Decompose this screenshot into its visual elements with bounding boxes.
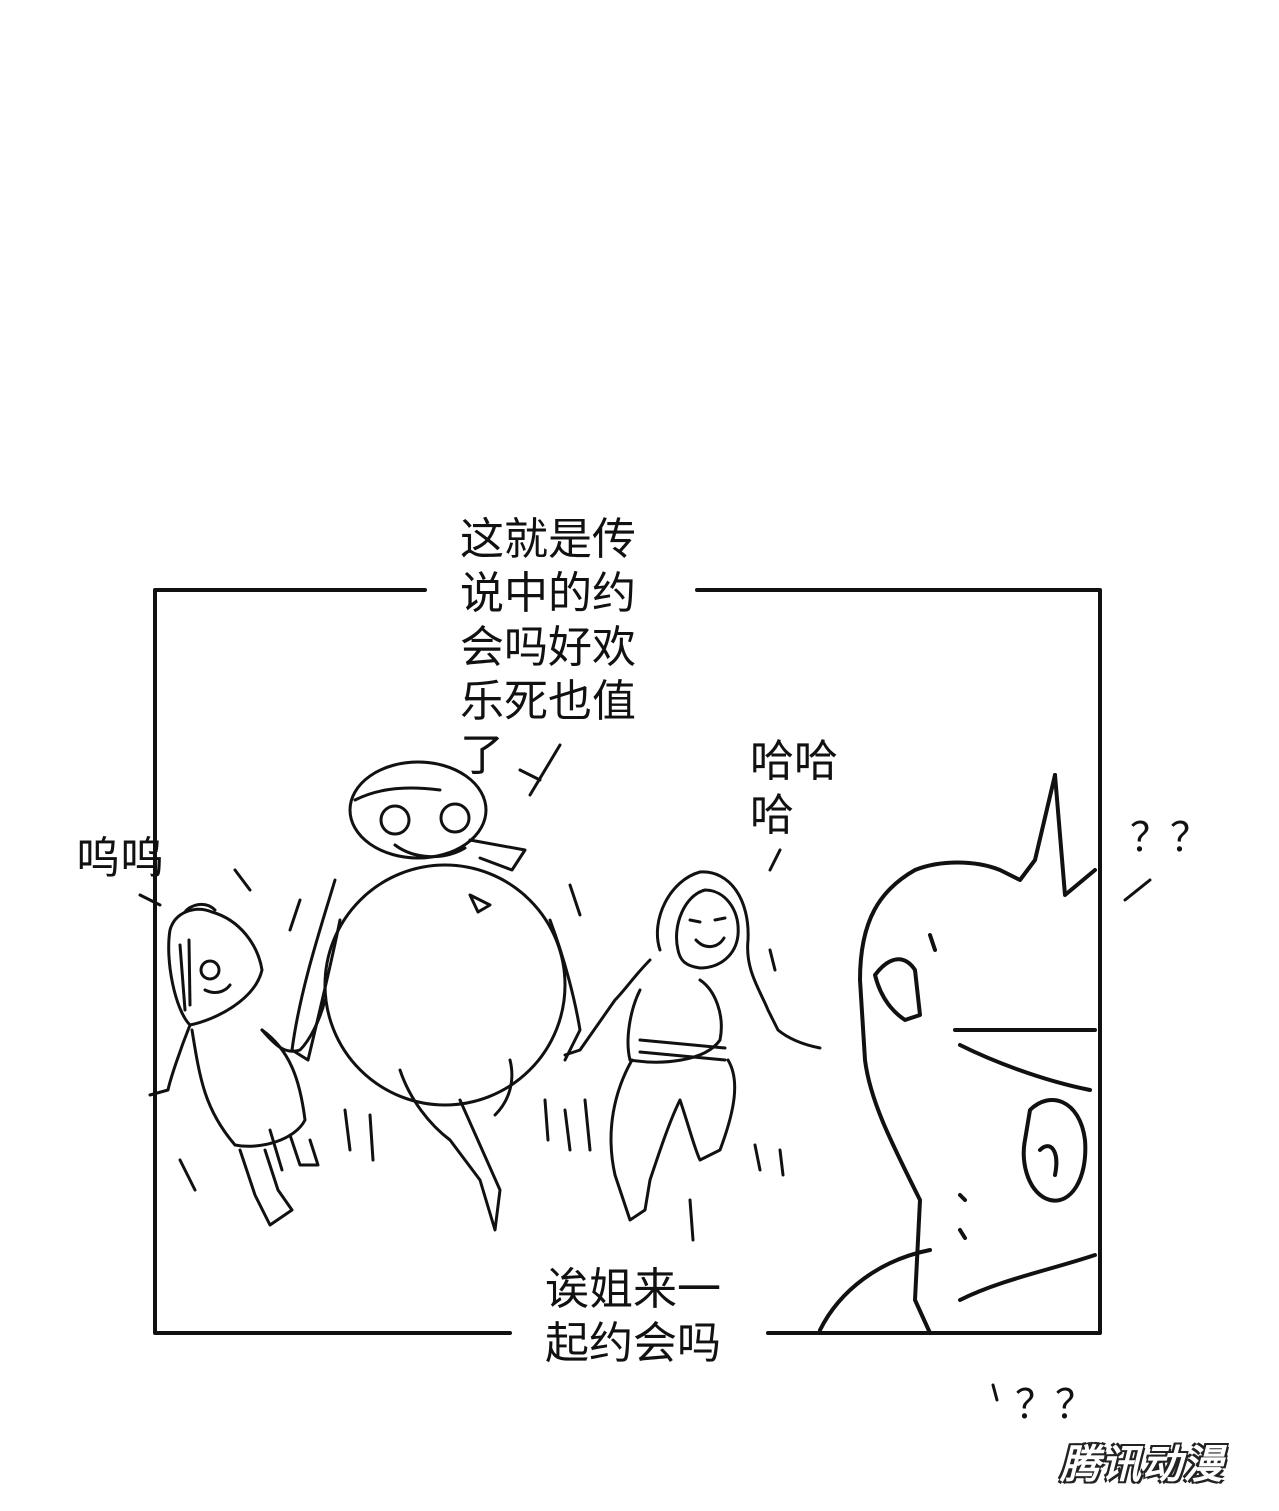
fat-character-speech: 这就是传 说中的约 会吗好欢 乐死也值 了 [460, 514, 636, 781]
fat-character [290, 760, 582, 1232]
crying-character [148, 902, 327, 1227]
big-character [818, 773, 1097, 1335]
panel-border [153, 588, 1102, 1335]
watermark-logo: 腾讯动漫 [1060, 1442, 1224, 1488]
confused-marks-top: ？？ [1130, 815, 1210, 861]
laughing-character-speech: 哈哈 哈 [750, 736, 838, 841]
invitation-speech: 诶姐来一 起约会吗 [545, 1264, 721, 1369]
crying-character-speech: 呜呜 [76, 833, 164, 884]
laughing-character [563, 870, 822, 1222]
motion-lines [138, 743, 1152, 1402]
confused-marks-bottom: ？？ [1015, 1382, 1095, 1428]
